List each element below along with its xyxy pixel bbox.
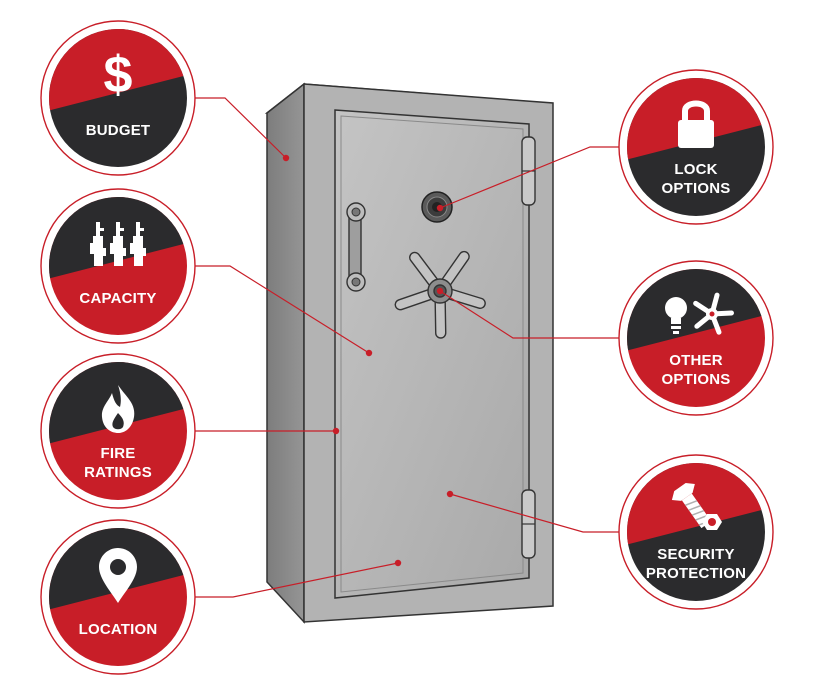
dollar-icon: $ [104,46,133,104]
badge-label-fire-ratings-1: RATINGS [84,464,152,481]
badge-split [49,362,187,445]
leader-security-protection [449,493,625,533]
badge-split [627,269,765,352]
badge-other-options: OTHER OPTIONS [618,260,774,416]
leader-lines [190,97,625,598]
upper-hinge [521,136,536,206]
badge-location: LOCATION [40,519,196,675]
leader-budget [190,97,287,159]
badge-label-other-options-1: OPTIONS [662,371,731,388]
safe-door-bevel [340,115,524,593]
badge-label-lock-options-0: LOCK [674,161,717,178]
leader-location [190,562,399,598]
badge-label-fire-ratings-0: FIRE [101,445,136,462]
badge-split [49,29,187,112]
leader-other-options [439,290,623,339]
badge-label-capacity-0: CAPACITY [79,290,156,307]
badge-security-protection: SECURITY PROTECTION [618,454,774,610]
badge-label-budget-0: BUDGET [86,122,151,139]
svg-text:$: $ [104,46,133,104]
padlock-icon [678,100,714,148]
badge-label-location-0: LOCATION [79,621,158,638]
leader-endpoints [282,154,454,567]
gun-safe [264,82,554,624]
feature-badges: $ BUDGET CAPACITY FIRE RATINGS LOCATION LOCK OP… [40,20,774,675]
badge-label-other-options-0: OTHER [669,352,723,369]
lower-hinge [521,489,536,559]
badge-lock-options: LOCK OPTIONS [618,69,774,225]
badge-fire-ratings: FIRE RATINGS [40,353,196,509]
leader-lock-options [439,146,623,209]
badge-capacity: CAPACITY [40,188,196,344]
flame-icon [101,385,135,433]
badge-label-lock-options-1: OPTIONS [662,180,731,197]
rifles-icon [90,222,146,266]
door-handle [346,202,366,292]
map-pin-icon [99,548,137,603]
bolt-nut-icon [671,483,722,530]
badge-budget: $ BUDGET [40,20,196,176]
lightbulb-spindle-icon [665,292,734,335]
safe-side-panel [266,82,305,624]
badge-label-security-protection-0: SECURITY [657,546,734,563]
badge-split [627,78,765,161]
safe-door [334,109,530,599]
badge-label-security-protection-1: PROTECTION [646,565,746,582]
leader-capacity [193,265,370,354]
